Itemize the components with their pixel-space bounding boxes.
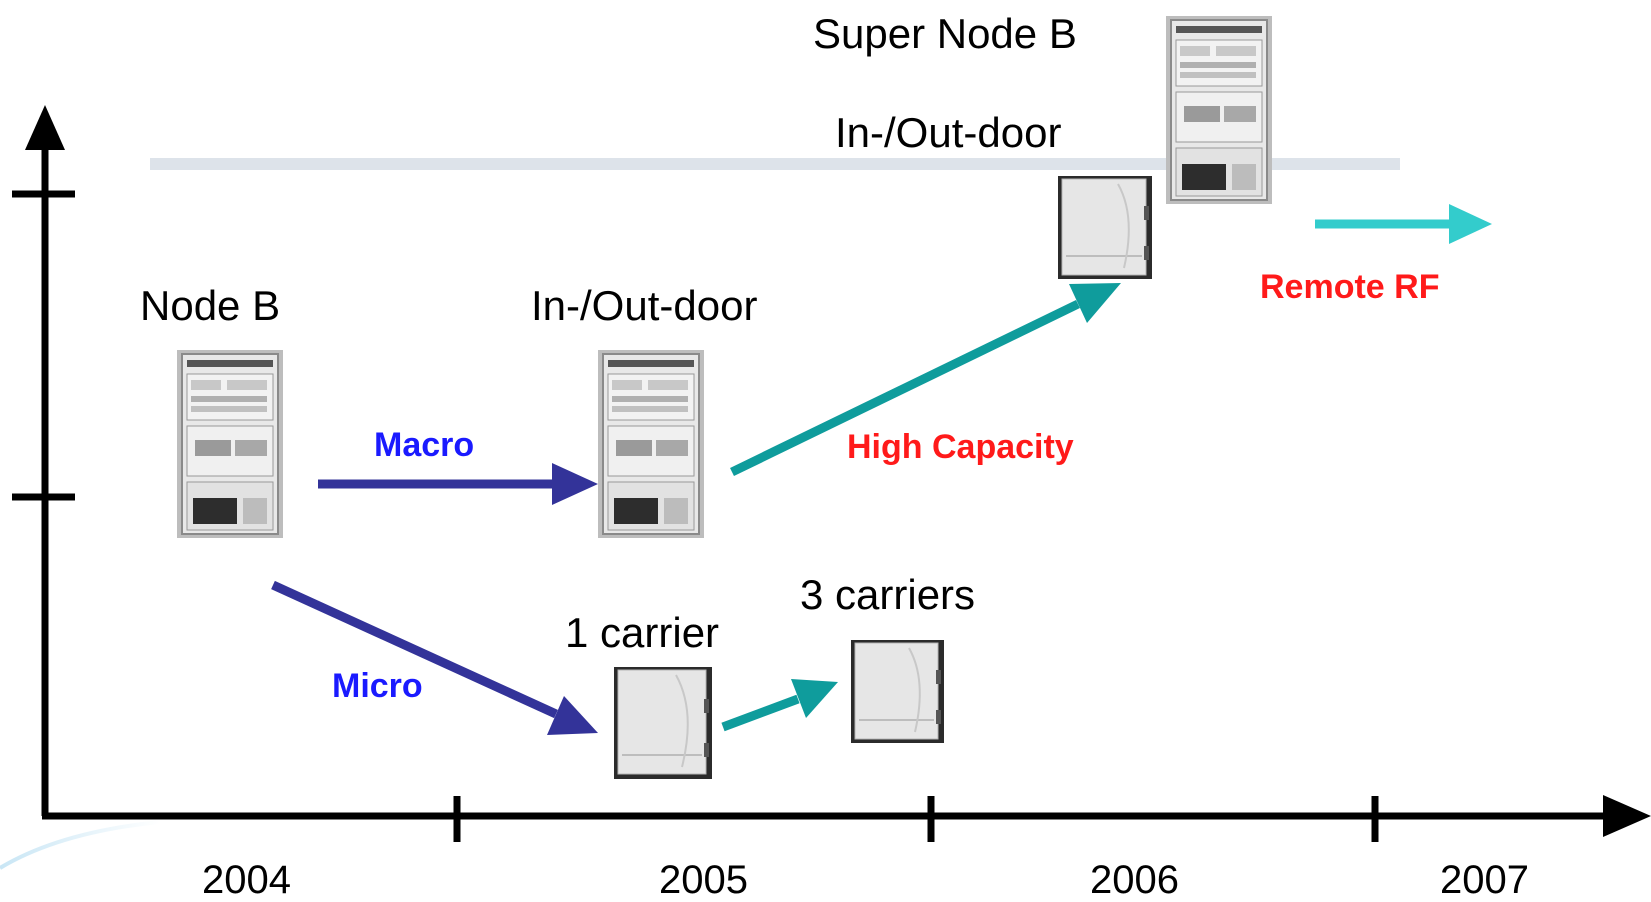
high-capacity-arrow xyxy=(730,283,1121,477)
rack-cabinet-icon xyxy=(598,350,704,538)
macro-label: Macro xyxy=(374,426,475,464)
indoor-outdoor-label: In-/Out-door xyxy=(835,109,1062,156)
remote-rf-arrow xyxy=(1315,204,1492,244)
rack-cabinet-icon xyxy=(1166,16,1272,204)
remote-rf-label: Remote RF xyxy=(1260,268,1440,306)
outdoor-cabinet-icon xyxy=(1058,176,1152,279)
year-label-2005: 2005 xyxy=(659,858,748,902)
super-node-b-label: Super Node B xyxy=(813,10,1077,57)
outdoor-cabinet-icon xyxy=(614,667,712,779)
micro-label: Micro xyxy=(332,667,423,705)
year-label-2004: 2004 xyxy=(202,858,291,902)
outdoor-cabinet-icon xyxy=(851,640,944,743)
year-label-2007: 2007 xyxy=(1440,858,1529,902)
node-b-label: Node B xyxy=(140,282,281,329)
three-carriers-label: 3 carriers xyxy=(800,571,976,618)
decorative-swoosh xyxy=(0,820,161,870)
rack-cabinet-icon xyxy=(177,350,283,538)
macro-arrow xyxy=(318,463,598,505)
micro-arrow xyxy=(271,580,598,735)
y-axis-arrowhead xyxy=(25,105,65,150)
one-carrier-label: 1 carrier xyxy=(565,609,720,656)
x-axis-arrowhead xyxy=(1603,795,1651,837)
high-capacity-label: High Capacity xyxy=(847,428,1074,466)
carrier-upgrade-arrow xyxy=(721,679,838,732)
indoor-outdoor-label: In-/Out-door xyxy=(531,282,758,329)
year-label-2006: 2006 xyxy=(1090,858,1179,902)
